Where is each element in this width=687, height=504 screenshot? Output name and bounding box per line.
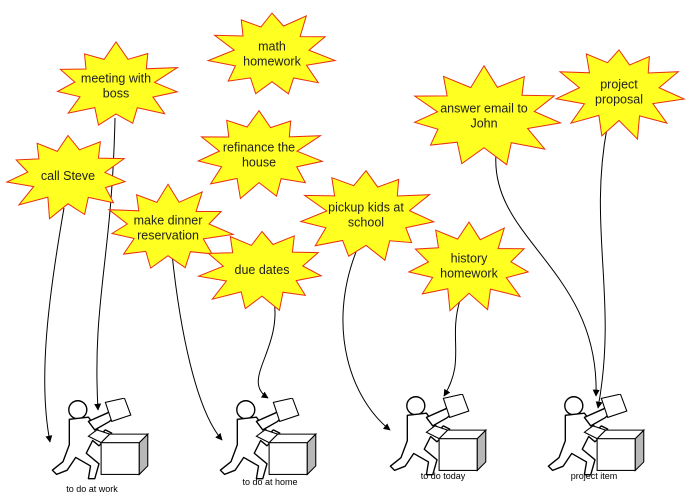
burst-shape <box>196 230 323 312</box>
arrows-layer <box>44 117 608 443</box>
burst-shape <box>107 183 235 269</box>
idea-label: answer email to <box>440 102 528 116</box>
idea-label: make dinner <box>134 214 203 228</box>
idea-label: history <box>451 252 489 266</box>
bin-work: to do at work <box>51 398 149 494</box>
bins-layer: to do at work to do at home to do today pro… <box>51 394 645 494</box>
bin-label: to do today <box>421 471 466 481</box>
burst-shape <box>56 41 180 126</box>
idea-label: school <box>348 216 384 230</box>
burst-shape <box>5 134 127 220</box>
idea-label: due dates <box>235 263 290 277</box>
idea-due: due dates <box>196 230 323 312</box>
bin-home: to do at home <box>219 398 317 487</box>
idea-label: boss <box>103 87 129 101</box>
arrow-call-to-work <box>44 207 65 443</box>
idea-label: homework <box>440 267 498 281</box>
arrow-project-to-project <box>595 127 608 409</box>
burst-shape <box>554 49 686 141</box>
burst-shape <box>413 64 563 166</box>
arrow-meeting-to-work <box>94 117 116 411</box>
bin-label: project item <box>571 471 618 481</box>
burst-shape <box>206 12 337 95</box>
person-boxing-icon <box>547 394 645 476</box>
idea-label: reservation <box>137 229 199 243</box>
idea-label: math <box>258 40 286 54</box>
bin-label: to do at home <box>242 477 297 487</box>
person-boxing-icon <box>389 394 487 476</box>
person-boxing-icon <box>219 398 317 480</box>
idea-call: call Steve <box>5 134 127 220</box>
arrow-pickup-to-today <box>342 251 391 431</box>
idea-label: refinance the <box>223 141 295 155</box>
idea-label: house <box>242 156 276 170</box>
burst-shape <box>299 169 436 262</box>
idea-label: homework <box>243 55 301 69</box>
arrow-due-to-home <box>257 299 276 399</box>
idea-label: call Steve <box>41 169 95 183</box>
idea-label: pickup kids at <box>328 201 404 215</box>
bin-today: to do today <box>389 394 487 481</box>
arrow-email-to-project <box>495 153 600 397</box>
bin-label: to do at work <box>66 484 118 494</box>
bin-project: project item <box>547 394 645 481</box>
idea-label: meeting with <box>81 72 151 86</box>
person-boxing-icon <box>51 398 149 480</box>
burst-shape <box>407 221 530 312</box>
arrow-history-to-today <box>443 299 461 397</box>
arrow-dinner-to-home <box>171 253 223 441</box>
idea-label: proposal <box>595 93 643 107</box>
idea-label: John <box>470 117 497 131</box>
idea-label: project <box>600 78 638 92</box>
burst-shape <box>196 109 324 200</box>
